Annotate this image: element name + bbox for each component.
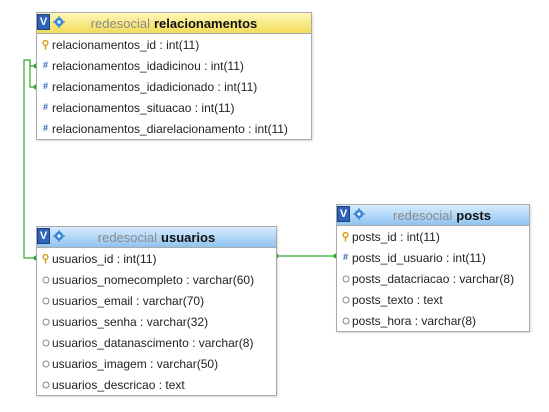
column-label: usuarios_id : int(11) — [52, 251, 157, 266]
column-label: usuarios_nomecompleto : varchar(60) — [52, 272, 255, 287]
collapse-button[interactable]: V — [337, 206, 350, 222]
gear-icon[interactable] — [51, 14, 66, 30]
connector-relacionamentos-idadicinou — [23, 59, 36, 259]
column-row[interactable]: usuarios_imagem : varchar(50) — [37, 353, 276, 374]
column-label: posts_texto : text — [352, 292, 443, 307]
hash-icon: # — [42, 60, 48, 70]
column-label: posts_id_usuario : int(11) — [352, 250, 486, 265]
column-row[interactable]: posts_datacriacao : varchar(8) — [337, 268, 529, 289]
column-label: posts_datacriacao : varchar(8) — [352, 271, 515, 286]
column-list: posts_id : int(11) # posts_id_usuario : i… — [337, 226, 529, 331]
gear-icon[interactable] — [51, 228, 66, 244]
column-row[interactable]: # relacionamentos_idadicionado : int(11) — [37, 76, 311, 97]
column-label: usuarios_descricao : text — [52, 377, 185, 392]
circle-icon — [41, 296, 50, 306]
circle-icon — [341, 316, 350, 326]
hash-icon: # — [342, 252, 348, 262]
circle-icon — [341, 274, 350, 284]
collapse-button[interactable]: V — [37, 14, 50, 30]
gear-icon[interactable] — [351, 206, 366, 222]
column-label: relacionamentos_situacao : int(11) — [52, 100, 235, 115]
column-label: relacionamentos_idadicinou : int(11) — [52, 58, 244, 73]
circle-icon — [341, 295, 350, 305]
column-row[interactable]: posts_id : int(11) — [337, 226, 529, 247]
column-label: usuarios_senha : varchar(32) — [52, 314, 209, 329]
circle-icon — [41, 275, 50, 285]
column-label: usuarios_datanascimento : varchar(8) — [52, 335, 254, 350]
column-label: relacionamentos_id : int(11) — [52, 37, 200, 52]
column-row[interactable]: # relacionamentos_situacao : int(11) — [37, 97, 311, 118]
key-icon — [41, 39, 50, 50]
column-label: posts_id : int(11) — [352, 229, 440, 244]
circle-icon — [41, 338, 50, 348]
column-row[interactable]: relacionamentos_id : int(11) — [37, 34, 311, 55]
collapse-button[interactable]: V — [37, 228, 50, 244]
column-row[interactable]: posts_texto : text — [337, 289, 529, 310]
column-row[interactable]: usuarios_senha : varchar(32) — [37, 311, 276, 332]
hash-icon: # — [42, 102, 48, 112]
column-row[interactable]: usuarios_descricao : text — [37, 374, 276, 395]
column-row[interactable]: # relacionamentos_idadicinou : int(11) — [37, 55, 311, 76]
column-label: usuarios_imagem : varchar(50) — [52, 356, 219, 371]
column-row[interactable]: usuarios_id : int(11) — [37, 248, 276, 269]
circle-icon — [41, 317, 50, 327]
column-row[interactable]: usuarios_email : varchar(70) — [37, 290, 276, 311]
circle-icon — [41, 359, 50, 369]
column-label: posts_hora : varchar(8) — [352, 313, 477, 328]
key-icon — [341, 231, 350, 242]
column-label: relacionamentos_diarelacionamento : int(… — [52, 121, 288, 136]
column-row[interactable]: usuarios_nomecompleto : varchar(60) — [37, 269, 276, 290]
column-row[interactable]: # posts_id_usuario : int(11) — [337, 247, 529, 268]
column-list: usuarios_id : int(11) usuarios_nomecompl… — [37, 248, 276, 395]
column-row[interactable]: usuarios_datanascimento : varchar(8) — [37, 332, 276, 353]
hash-icon: # — [42, 123, 48, 133]
column-list: relacionamentos_id : int(11) # relacionam… — [37, 34, 311, 139]
circle-icon — [41, 380, 50, 390]
column-label: relacionamentos_idadicionado : int(11) — [52, 79, 258, 94]
column-row[interactable]: # relacionamentos_diarelacionamento : int… — [37, 118, 311, 139]
hash-icon: # — [42, 81, 48, 91]
column-label: usuarios_email : varchar(70) — [52, 293, 205, 308]
key-icon — [41, 253, 50, 264]
column-row[interactable]: posts_hora : varchar(8) — [337, 310, 529, 331]
